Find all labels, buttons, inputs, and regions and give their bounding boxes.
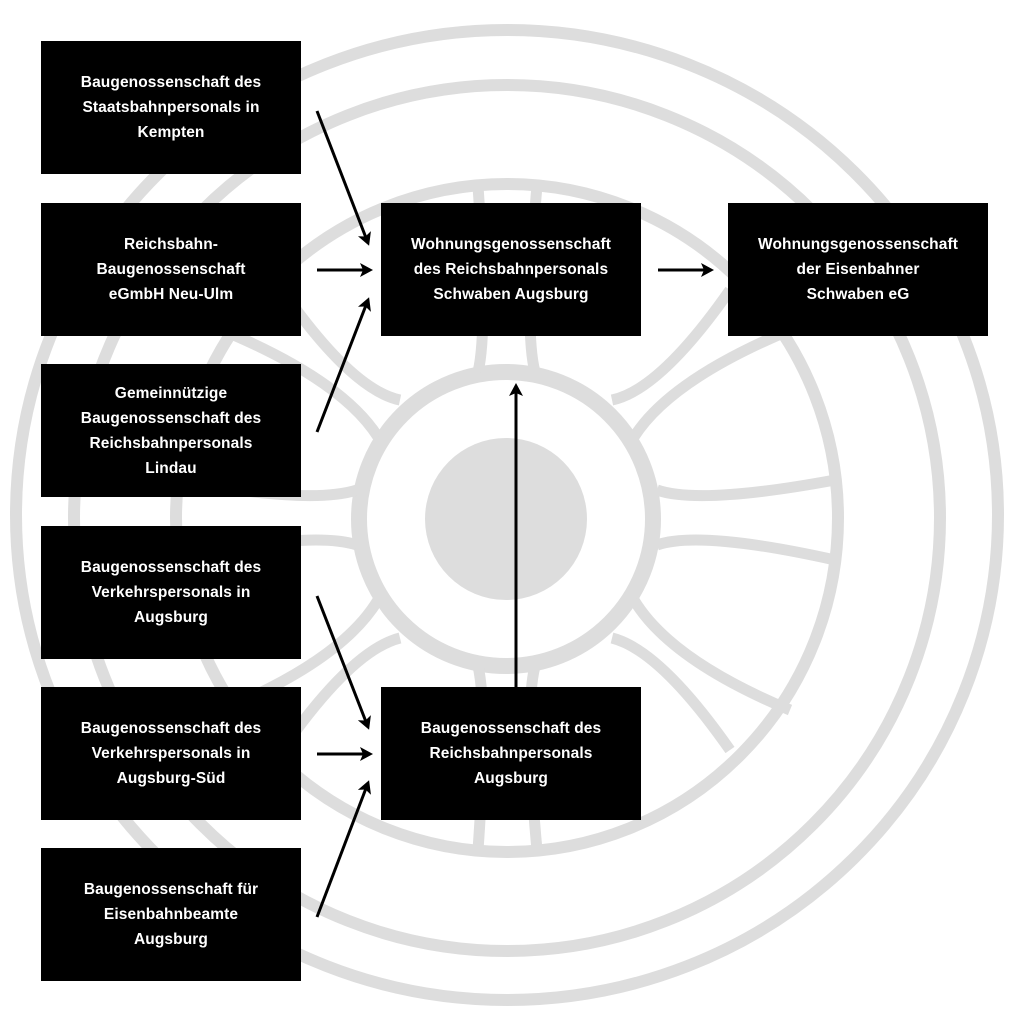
node-label: Wohnungsgenossenschaft der Eisenbahner S… bbox=[758, 236, 958, 303]
wheel-tread-ring bbox=[68, 79, 946, 957]
node-kempten: Baugenossenschaft des Staatsbahnpersonal… bbox=[41, 41, 301, 174]
node-augsburg-sued: Baugenossenschaft des Verkehrspersonals … bbox=[41, 687, 301, 820]
wheel-hub-center bbox=[425, 438, 587, 600]
node-neu-ulm: Reichsbahn- Baugenossenschaft eGmbH Neu-… bbox=[41, 203, 301, 336]
wheel-hub-ring bbox=[351, 364, 661, 674]
node-label: Reichsbahn- Baugenossenschaft eGmbH Neu-… bbox=[96, 236, 246, 303]
node-wohnungsgenossenschaft-schwaben-augsburg: Wohnungsgenossenschaft des Reichsbahnper… bbox=[381, 203, 641, 336]
node-label: Wohnungsgenossenschaft des Reichsbahnper… bbox=[411, 236, 611, 303]
node-reichsbahnpersonal-augsburg: Baugenossenschaft des Reichsbahnpersonal… bbox=[381, 687, 641, 820]
wheel-outer-ring bbox=[10, 24, 1004, 1006]
node-label: Baugenossenschaft des Verkehrspersonals … bbox=[80, 559, 262, 626]
node-label: Baugenossenschaft des Staatsbahnpersonal… bbox=[80, 74, 262, 141]
node-label: Baugenossenschaft des Verkehrspersonals … bbox=[80, 720, 262, 787]
node-eisenbahner-schwaben-eg: Wohnungsgenossenschaft der Eisenbahner S… bbox=[728, 203, 988, 336]
node-eisenbahnbeamte-augsburg: Baugenossenschaft für Eisenbahnbeamte Au… bbox=[41, 848, 301, 981]
wheel-rim-ring bbox=[170, 178, 844, 858]
node-label: Gemeinnützige Baugenossenschaft des Reic… bbox=[80, 384, 262, 477]
node-verkehrspersonal-augsburg: Baugenossenschaft des Verkehrspersonals … bbox=[41, 526, 301, 659]
node-label: Baugenossenschaft des Reichsbahnpersonal… bbox=[420, 720, 602, 787]
node-lindau: Gemeinnützige Baugenossenschaft des Reic… bbox=[41, 364, 301, 497]
node-label: Baugenossenschaft für Eisenbahnbeamte Au… bbox=[83, 881, 259, 948]
